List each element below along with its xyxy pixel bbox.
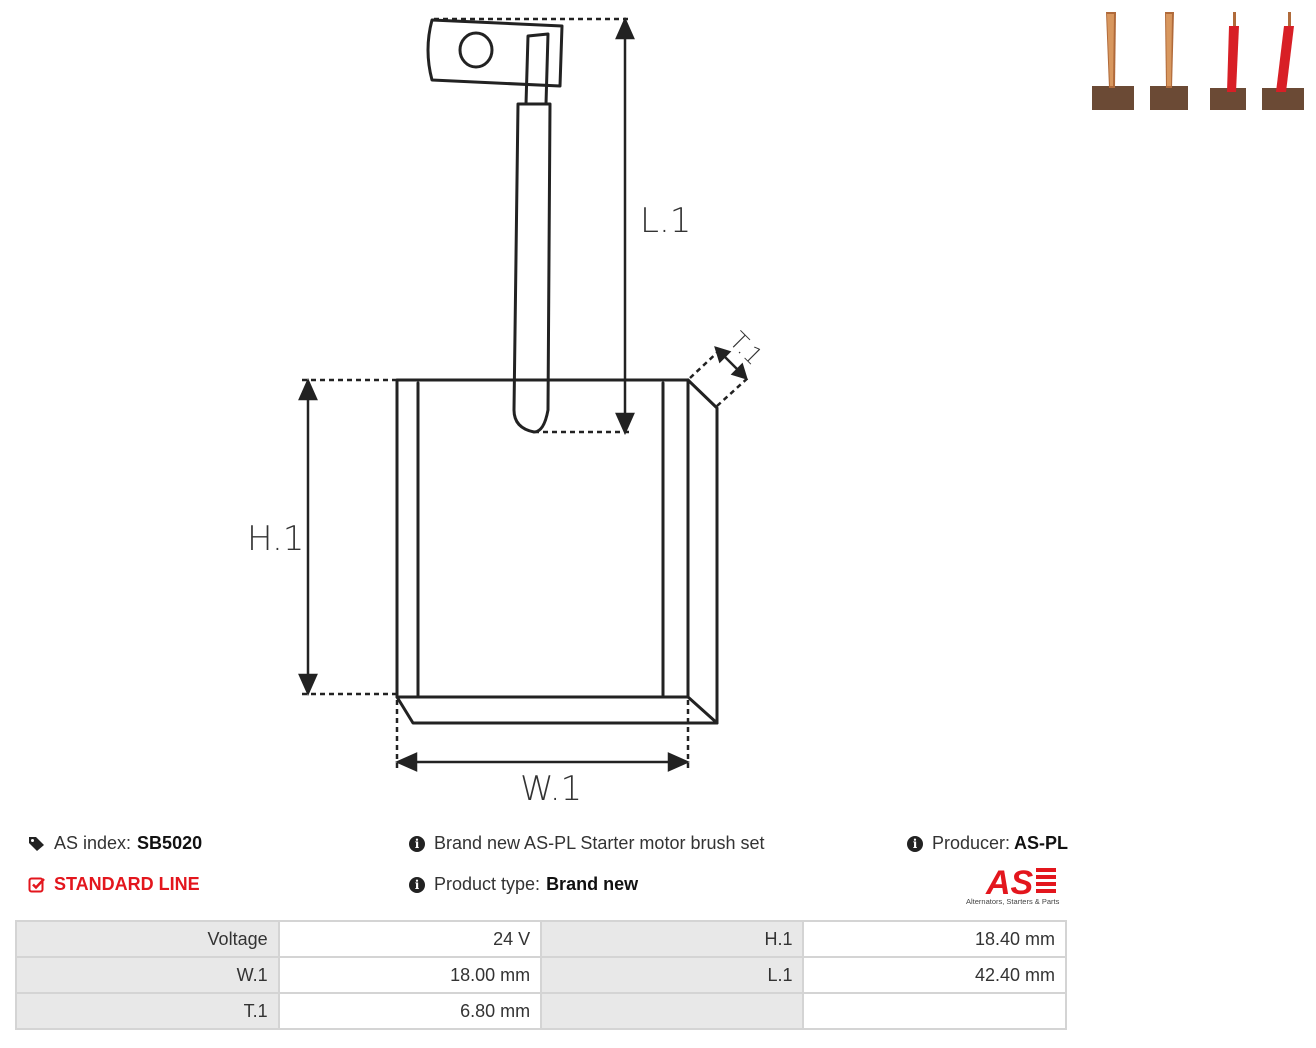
as-index-label: AS index:: [54, 833, 132, 853]
as-pl-logo: AS Alternators, Starters & Parts: [966, 864, 1060, 906]
spec-label: Voltage: [15, 920, 280, 958]
brush-photo-red-2: [1262, 12, 1304, 110]
spec-label: H.1: [540, 920, 805, 958]
table-row: W.1 18.00 mm L.1 42.40 mm: [15, 956, 1067, 994]
terminal-lug: [426, 18, 564, 88]
lead-wire: [512, 102, 552, 434]
spec-label: L.1: [540, 956, 805, 994]
logo-text: AS: [985, 864, 1034, 902]
dimension-label-l1: L.1: [640, 201, 691, 241]
spec-value: 18.40 mm: [802, 920, 1067, 958]
dimension-label-h1: H.1: [247, 519, 304, 559]
info-icon: i: [408, 835, 426, 853]
spec-label: [540, 992, 805, 1030]
specifications-table: Voltage 24 V H.1 18.40 mm W.1 18.00 mm L…: [15, 920, 1067, 1030]
spec-value: 24 V: [277, 920, 543, 958]
checkbox-checked-icon: [28, 876, 46, 894]
product-type-value: Brand new: [546, 874, 639, 894]
producer-value: AS-PL: [1014, 833, 1069, 853]
producer: i Producer: AS-PL: [906, 833, 1068, 854]
spec-label: W.1: [15, 956, 280, 994]
spec-value: [802, 992, 1067, 1030]
spec-value: 18.00 mm: [277, 956, 543, 994]
as-index: AS index: SB5020: [28, 833, 202, 854]
info-icon: i: [408, 876, 426, 894]
description-text: Brand new AS-PL Starter motor brush set: [434, 833, 765, 853]
brush-block-front: [395, 378, 690, 699]
product-type-label: Product type:: [434, 874, 541, 894]
brush-photo-red-1: [1210, 12, 1246, 110]
standard-line-text: STANDARD LINE: [54, 874, 200, 894]
logo-tagline: Alternators, Starters & Parts: [966, 897, 1060, 906]
product-description: i Brand new AS-PL Starter motor brush se…: [408, 833, 765, 854]
product-photo-brushes: [1092, 12, 1304, 110]
info-icon: i: [906, 835, 924, 853]
brush-block-bottom: [395, 695, 719, 725]
tags-icon: [28, 835, 46, 853]
product-type: i Product type: Brand new: [408, 874, 638, 895]
brush-photo-copper-1: [1092, 12, 1134, 110]
table-row: Voltage 24 V H.1 18.40 mm: [15, 920, 1067, 958]
brush-block-side: [686, 378, 719, 725]
spec-value: 42.40 mm: [802, 956, 1067, 994]
table-row: T.1 6.80 mm: [15, 992, 1067, 1030]
producer-label: Producer:: [932, 833, 1011, 853]
as-index-value: SB5020: [137, 833, 203, 853]
spec-label: T.1: [15, 992, 280, 1030]
standard-line-badge: STANDARD LINE: [28, 874, 200, 895]
lug-hole: [458, 31, 494, 69]
spec-value: 6.80 mm: [277, 992, 543, 1030]
dimension-label-w1: W.1: [520, 769, 582, 809]
brush-dimension-diagram: L.1 H.1 W.1 T.1: [247, 16, 768, 809]
brush-photo-copper-2: [1150, 12, 1188, 110]
